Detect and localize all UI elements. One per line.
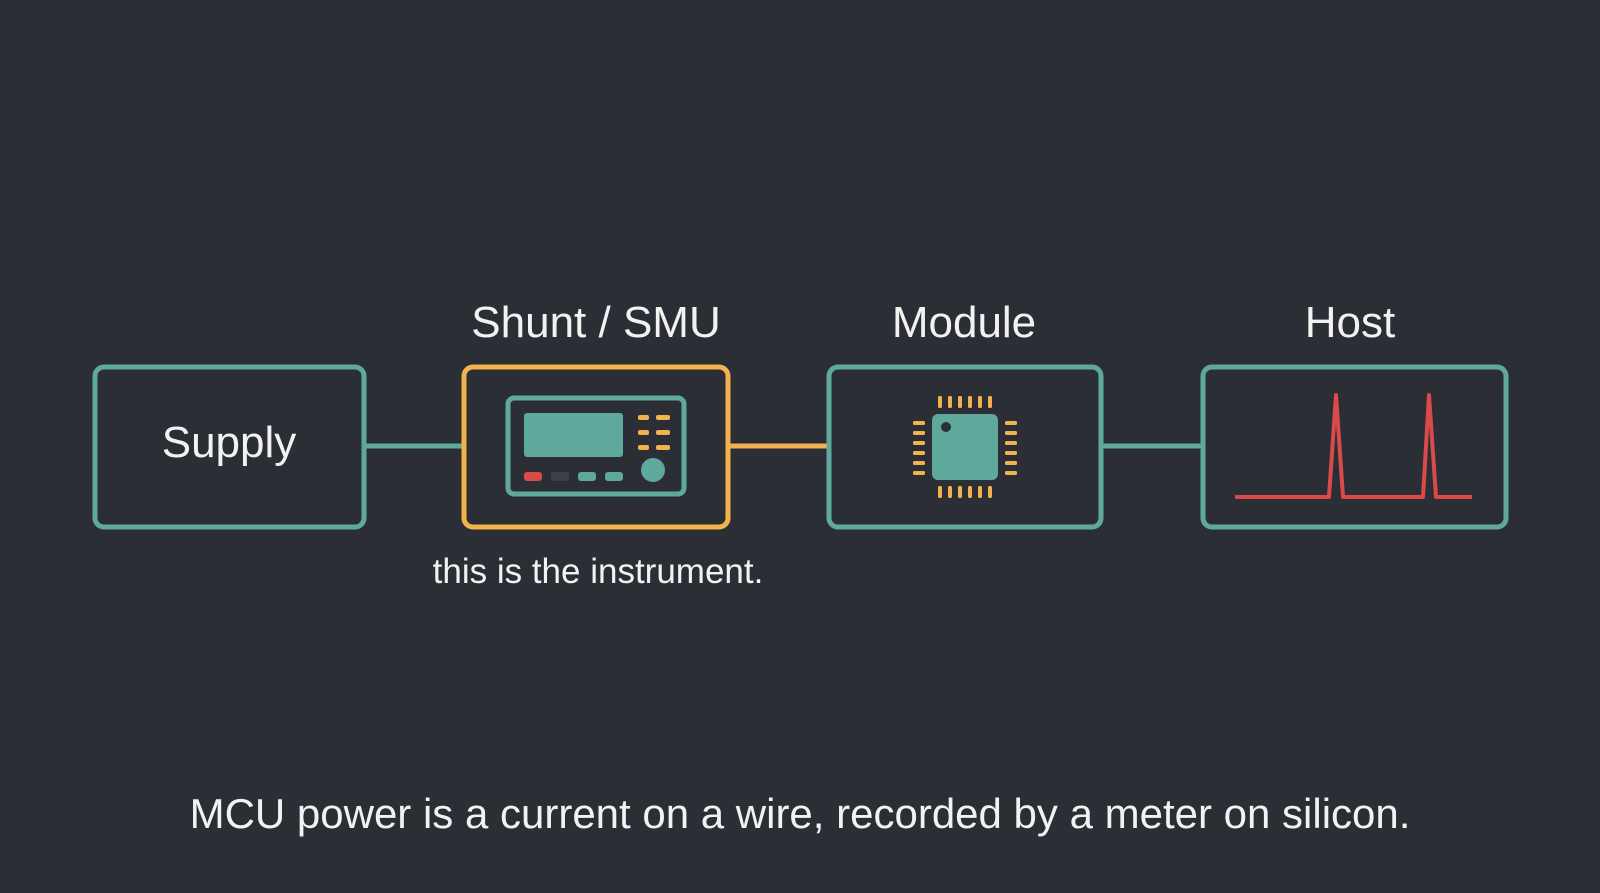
supply-label: Supply xyxy=(161,418,297,467)
shunt-smu-box xyxy=(461,364,731,530)
meter-icon xyxy=(505,395,687,497)
host-box xyxy=(1200,364,1509,530)
host-label: Host xyxy=(1304,298,1396,347)
caption: MCU power is a current on a wire, record… xyxy=(189,790,1411,837)
supply-box xyxy=(92,364,367,530)
chip-icon xyxy=(913,396,1017,498)
shunt-smu-label: Shunt / SMU xyxy=(471,298,721,347)
instrument-note: this is the instrument. xyxy=(432,552,764,591)
module-label: Module xyxy=(891,298,1037,347)
module-box xyxy=(826,364,1104,530)
current-spike-waveform-icon xyxy=(1235,393,1472,499)
